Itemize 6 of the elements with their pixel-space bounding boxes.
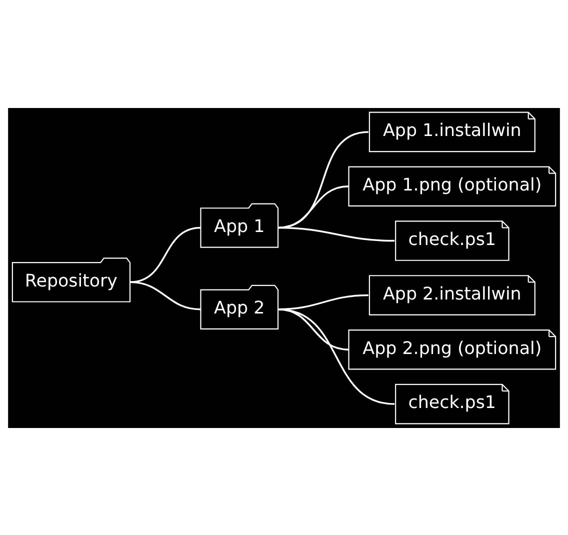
connector: [278, 130, 368, 228]
connector: [278, 308, 395, 404]
connector: [130, 226, 201, 283]
connector: [130, 280, 201, 310]
connector: [278, 185, 349, 228]
connector: [278, 226, 394, 242]
